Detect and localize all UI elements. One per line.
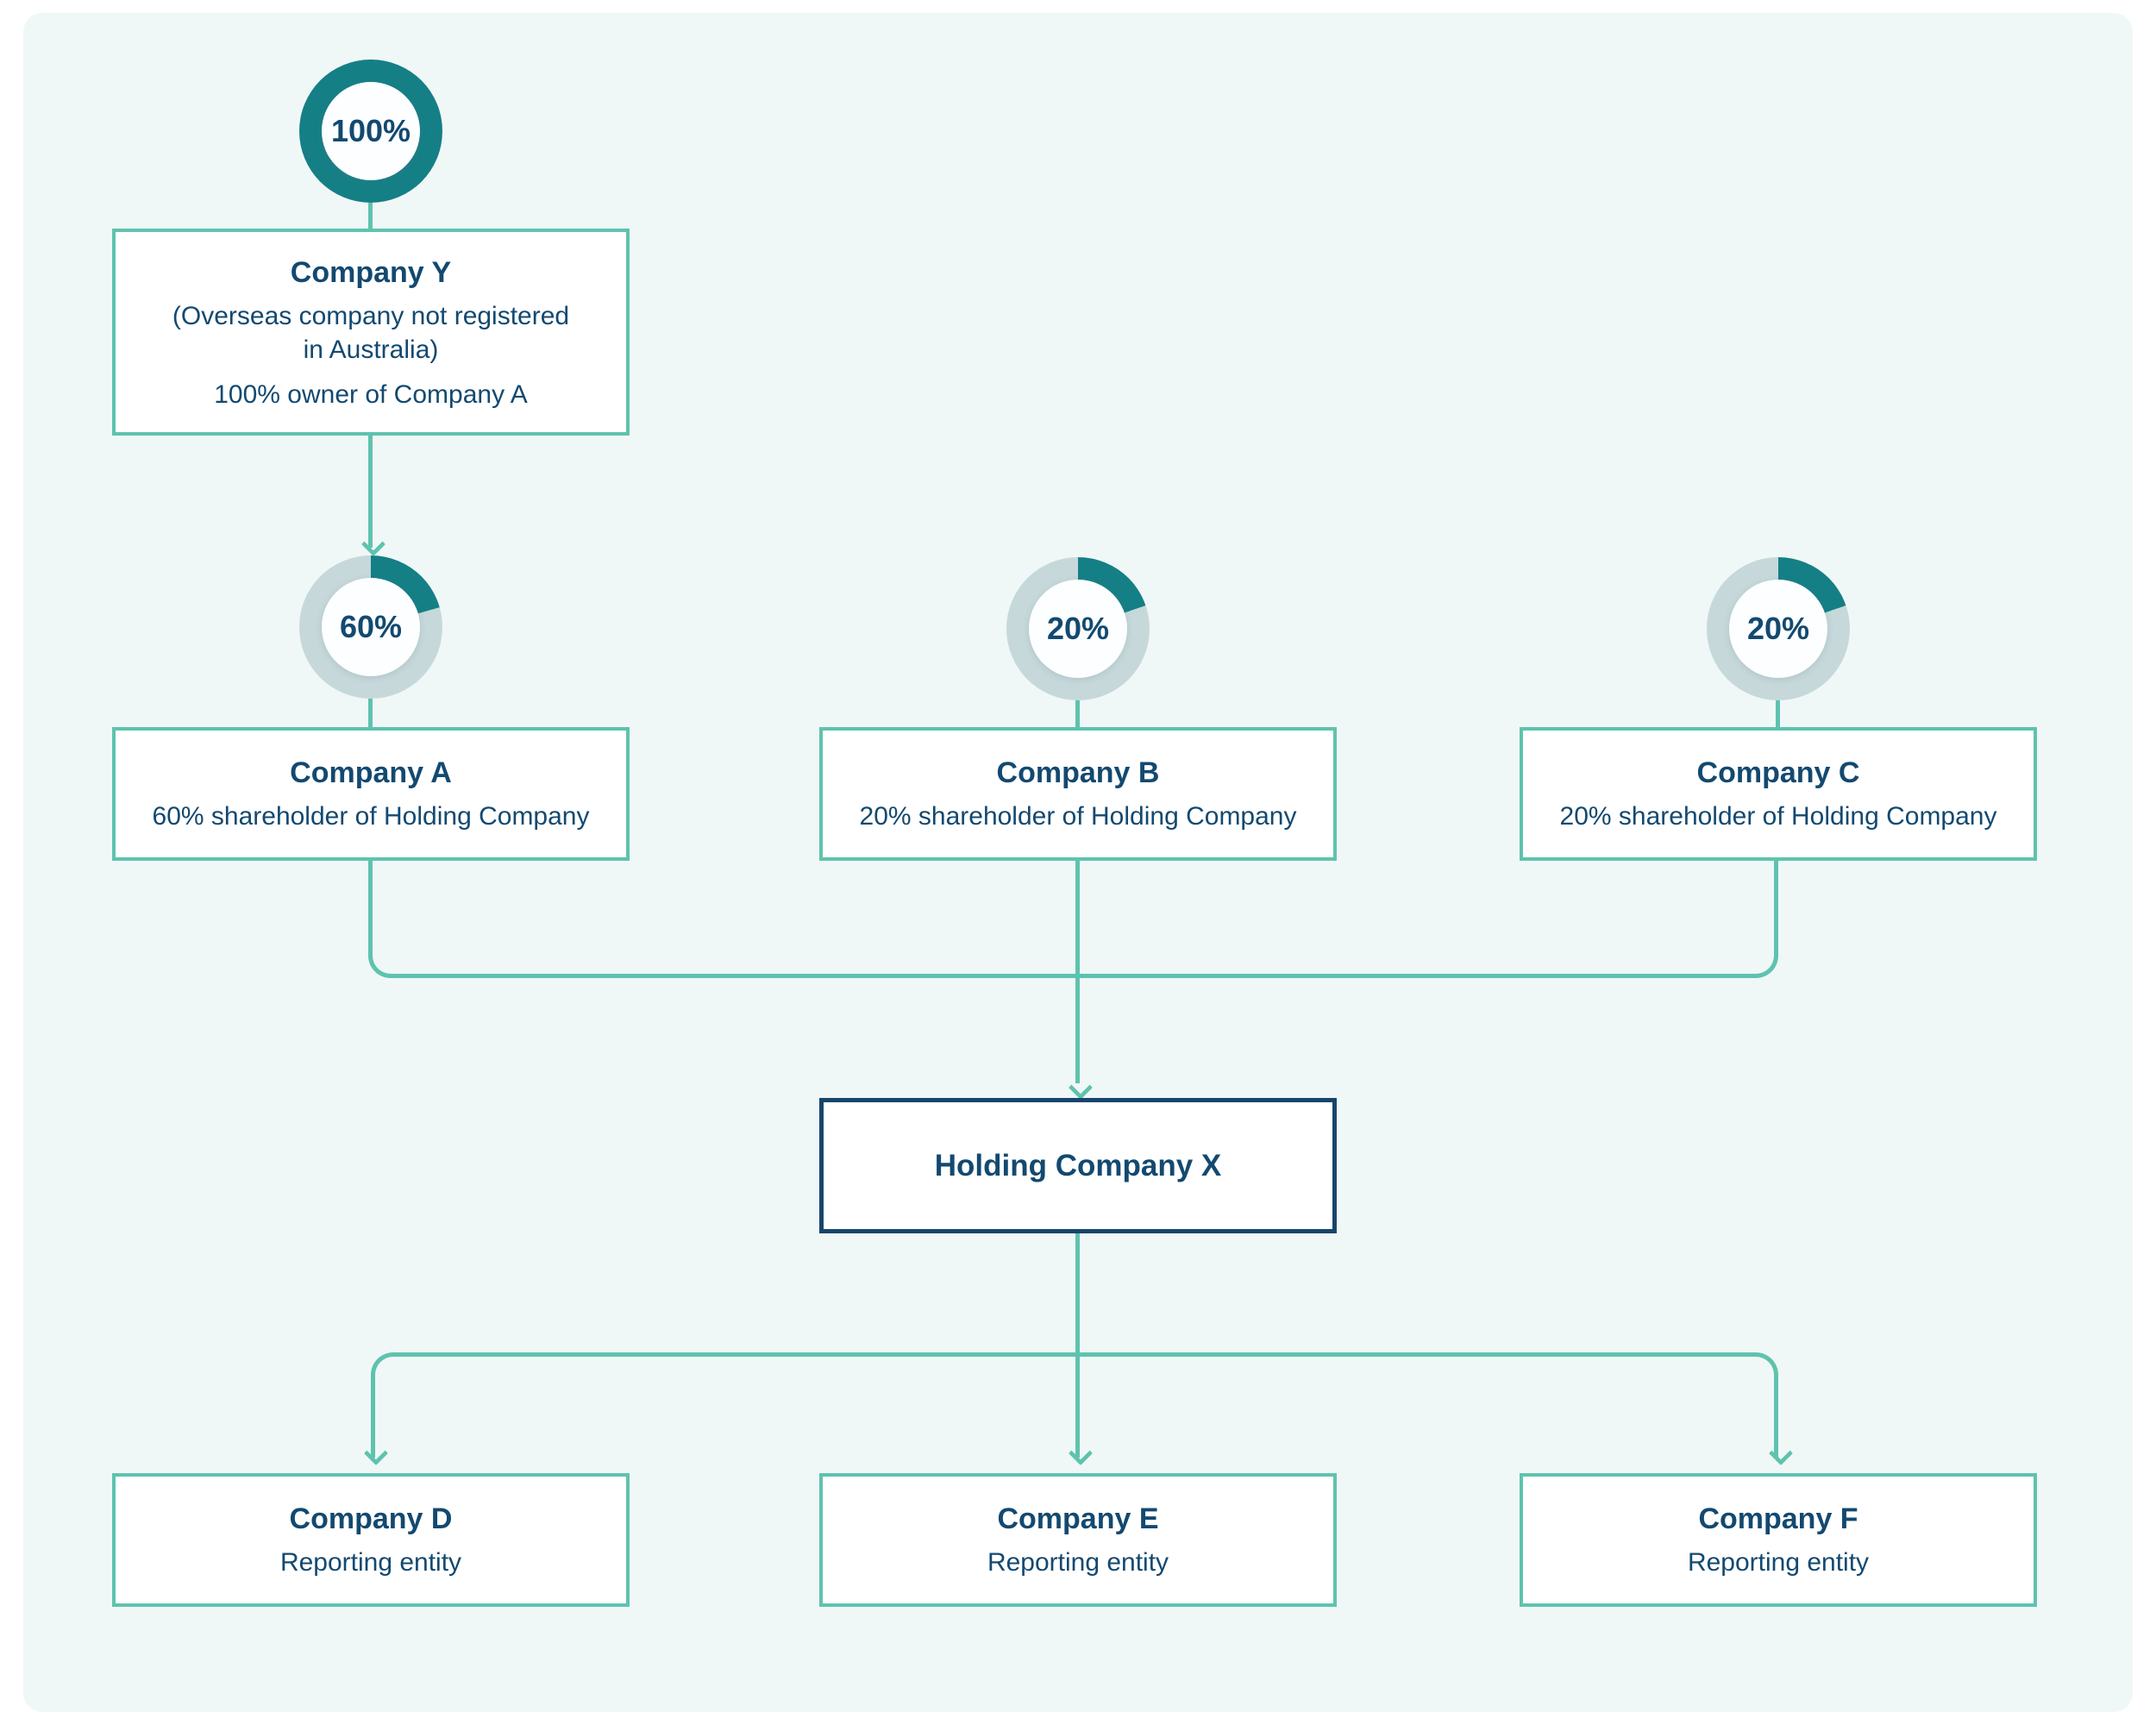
connector-b-to-holding-x bbox=[1075, 861, 1080, 1083]
company-e-box: Company E Reporting entity bbox=[819, 1473, 1337, 1607]
connector-donut-y-to-box-y bbox=[368, 203, 373, 229]
company-c-title: Company C bbox=[1696, 756, 1860, 789]
donut-label-20-b: 20% bbox=[1046, 611, 1110, 646]
company-y-box: Company Y (Overseas company not register… bbox=[112, 229, 630, 436]
company-e-title: Company E bbox=[997, 1502, 1159, 1535]
company-f-subtitle: Reporting entity bbox=[1687, 1548, 1870, 1578]
company-y-note: 100% owner of Company A bbox=[214, 380, 528, 410]
donut-label-100: 100% bbox=[330, 113, 411, 148]
connector-donut-c-to-box-c bbox=[1776, 700, 1780, 727]
company-b-title: Company B bbox=[996, 756, 1160, 789]
donut-label-60: 60% bbox=[339, 609, 403, 644]
company-y-subtitle: (Overseas company not registered in Aust… bbox=[172, 302, 570, 365]
company-y-title: Company Y bbox=[290, 255, 452, 289]
donut-hole: 20% bbox=[1029, 580, 1127, 678]
donut-hole: 60% bbox=[322, 578, 420, 676]
donut-hole: 100% bbox=[322, 82, 420, 180]
connector-a-merge-elbow bbox=[368, 861, 1078, 978]
company-f-title: Company F bbox=[1698, 1502, 1858, 1535]
holding-company-x-title: Holding Company X bbox=[934, 1148, 1222, 1182]
company-d-title: Company D bbox=[289, 1502, 453, 1535]
connector-y-to-a bbox=[368, 436, 373, 548]
connector-donut-b-to-box-b bbox=[1075, 700, 1080, 727]
connector-branch-left-to-d bbox=[371, 1352, 1078, 1458]
company-b-box: Company B 20% shareholder of Holding Com… bbox=[819, 727, 1337, 861]
connector-x-down bbox=[1075, 1233, 1080, 1356]
company-a-subtitle: 60% shareholder of Holding Company bbox=[152, 802, 590, 831]
donut-hole: 20% bbox=[1729, 580, 1827, 678]
donut-20-percent-b: 20% bbox=[1006, 557, 1150, 700]
company-d-subtitle: Reporting entity bbox=[279, 1548, 462, 1578]
company-c-box: Company C 20% shareholder of Holding Com… bbox=[1520, 727, 2037, 861]
company-d-box: Company D Reporting entity bbox=[112, 1473, 630, 1607]
company-a-title: Company A bbox=[290, 756, 452, 789]
connector-c-merge-elbow bbox=[1078, 861, 1778, 978]
donut-60-percent: 60% bbox=[299, 555, 442, 699]
company-b-subtitle: 20% shareholder of Holding Company bbox=[859, 802, 1297, 831]
company-a-box: Company A 60% shareholder of Holding Com… bbox=[112, 727, 630, 861]
donut-label-20-c: 20% bbox=[1746, 611, 1810, 646]
connector-donut-a-to-box-a bbox=[368, 699, 373, 727]
company-e-subtitle: Reporting entity bbox=[987, 1548, 1169, 1578]
company-c-subtitle: 20% shareholder of Holding Company bbox=[1559, 802, 1997, 831]
holding-company-x-box: Holding Company X bbox=[819, 1098, 1337, 1233]
connector-branch-center-to-e bbox=[1075, 1356, 1080, 1458]
donut-20-percent-c: 20% bbox=[1707, 557, 1850, 700]
donut-100-percent: 100% bbox=[299, 60, 442, 203]
company-f-box: Company F Reporting entity bbox=[1520, 1473, 2037, 1607]
connector-branch-right-to-f bbox=[1078, 1352, 1778, 1458]
